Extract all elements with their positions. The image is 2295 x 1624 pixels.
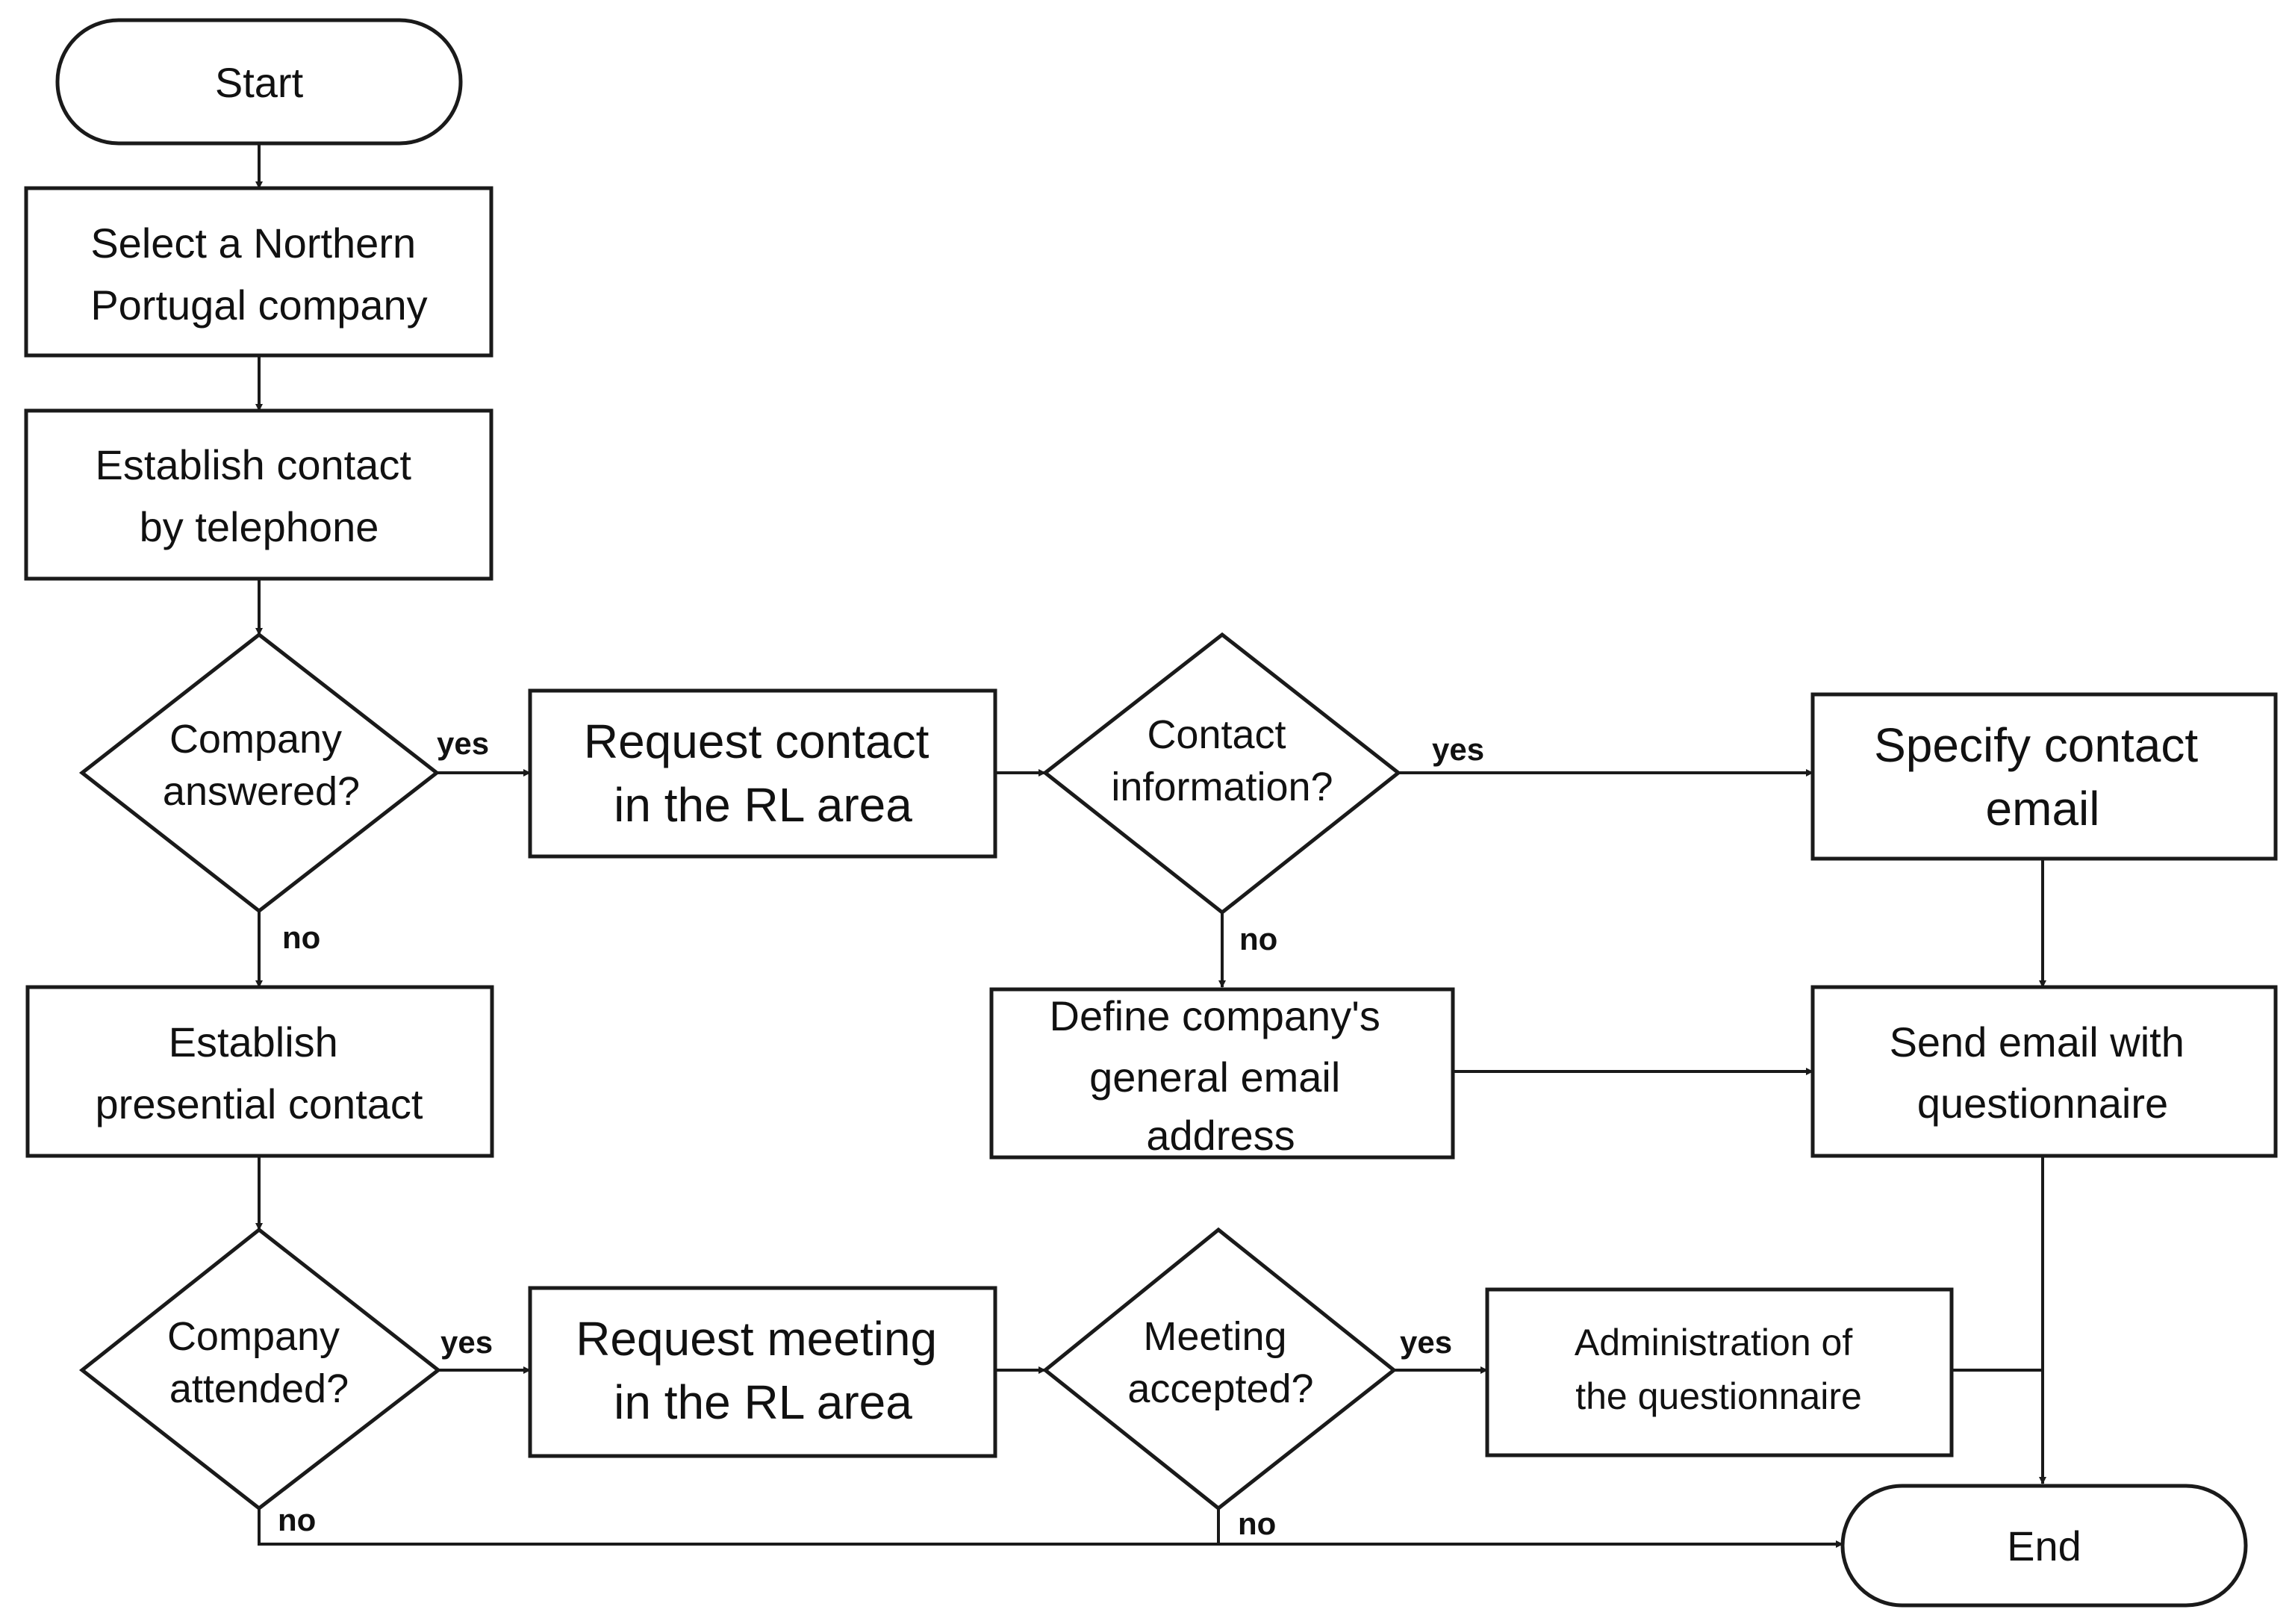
svg-text:Request meeting in the R: Request meeting in the RL area xyxy=(576,1312,950,1429)
contact-information-decision: Contact information? xyxy=(1041,632,1402,915)
svg-text:Select a Northern Portug: Select a Northern Portugal company xyxy=(90,220,427,329)
establish-presential-box: Establish presential contact xyxy=(25,985,494,1158)
svg-text:Meeting accepted?: Meeting accepted? xyxy=(1127,1314,1313,1411)
specify-email-line-2: email xyxy=(1986,782,2100,836)
contact-information-line-1: Contact xyxy=(1147,712,1286,757)
label-info-yes: yes xyxy=(1432,732,1484,767)
request-contact-box: Request contact in the RL area xyxy=(528,688,997,859)
label-meeting-no: no xyxy=(1238,1506,1276,1541)
end-terminal: End xyxy=(1840,1484,2248,1608)
start-terminal: Start xyxy=(55,18,463,146)
svg-text:End: End xyxy=(2007,1522,2081,1569)
administration-line-2: the questionnaire xyxy=(1575,1375,1862,1417)
select-company-box: Select a Northern Portugal company xyxy=(24,186,493,358)
establish-phone-box: Establish contact by telephone xyxy=(24,408,493,581)
establish-presential-line-2: presential contact xyxy=(96,1080,423,1127)
svg-text:Send email with question: Send email with questionnaire xyxy=(1890,1018,2196,1127)
company-answered-line-2: answered? xyxy=(163,769,360,814)
establish-phone-line-1: Establish contact xyxy=(96,441,412,488)
svg-text:Establish contact by tel: Establish contact by telephone xyxy=(96,441,423,550)
establish-presential-line-1: Establish xyxy=(169,1018,338,1065)
specify-email-line-1: Specify contact xyxy=(1874,718,2198,772)
company-answered-line-1: Company xyxy=(169,717,342,762)
send-email-line-2: questionnaire xyxy=(1917,1080,2168,1127)
request-contact-line-1: Request contact xyxy=(584,715,929,768)
company-attended-line-1: Company xyxy=(167,1314,340,1359)
svg-text:Administration of the qu: Administration of the questionnaire xyxy=(1575,1322,1863,1417)
label-meeting-yes: yes xyxy=(1400,1325,1452,1360)
request-meeting-line-1: Request meeting xyxy=(576,1312,937,1366)
meeting-accepted-line-1: Meeting xyxy=(1143,1314,1286,1359)
svg-text:Company attended?: Company attended? xyxy=(167,1314,351,1411)
edges xyxy=(255,143,2046,1548)
label-attended-no: no xyxy=(278,1502,316,1537)
svg-text:Specify contact email: Specify contact email xyxy=(1874,718,2211,836)
svg-text:Request contact in the R: Request contact in the RL area xyxy=(584,715,942,832)
svg-text:Company answered?: Company answered? xyxy=(163,717,360,814)
request-contact-line-2: in the RL area xyxy=(614,778,912,832)
define-general-email-line-3: address xyxy=(1146,1112,1295,1159)
label-answered-yes: yes xyxy=(437,726,489,761)
svg-text:Establish presential con: Establish presential contact xyxy=(96,1018,423,1127)
company-attended-decision: Company attended? xyxy=(78,1227,442,1511)
label-info-no: no xyxy=(1239,921,1277,956)
edge-attended-no xyxy=(258,1508,1843,1548)
administration-box: Administration of the questionnaire xyxy=(1485,1287,1954,1457)
request-meeting-box: Request meeting in the RL area xyxy=(528,1286,997,1458)
define-general-email-box: Define company's general email address xyxy=(989,987,1455,1160)
label-answered-no: no xyxy=(282,920,320,955)
start-label: Start xyxy=(215,59,304,106)
company-answered-decision: Company answered? xyxy=(78,632,440,914)
select-company-line-2: Portugal company xyxy=(90,281,427,329)
company-attended-line-2: attended? xyxy=(169,1366,349,1411)
contact-information-line-2: information? xyxy=(1111,765,1333,809)
edge-labels: yes no yes no yes no yes no xyxy=(278,726,1484,1541)
end-label: End xyxy=(2007,1522,2081,1569)
select-company-line-1: Select a Northern xyxy=(90,220,416,267)
svg-text:Contact information?: Contact information? xyxy=(1111,712,1333,809)
svg-text:Define company's general: Define company's general email address xyxy=(1050,992,1392,1159)
specify-email-box: Specify contact email xyxy=(1810,692,2278,861)
request-meeting-line-2: in the RL area xyxy=(614,1375,912,1429)
svg-text:Start: Start xyxy=(215,59,304,106)
define-general-email-line-2: general email xyxy=(1089,1054,1340,1101)
meeting-accepted-decision: Meeting accepted? xyxy=(1042,1227,1398,1511)
label-attended-yes: yes xyxy=(440,1325,493,1360)
establish-phone-line-2: by telephone xyxy=(140,503,379,550)
meeting-accepted-line-2: accepted? xyxy=(1127,1366,1313,1411)
send-email-line-1: Send email with xyxy=(1890,1018,2185,1065)
send-email-box: Send email with questionnaire xyxy=(1810,985,2278,1158)
administration-line-1: Administration of xyxy=(1575,1322,1852,1363)
define-general-email-line-1: Define company's xyxy=(1050,992,1380,1039)
